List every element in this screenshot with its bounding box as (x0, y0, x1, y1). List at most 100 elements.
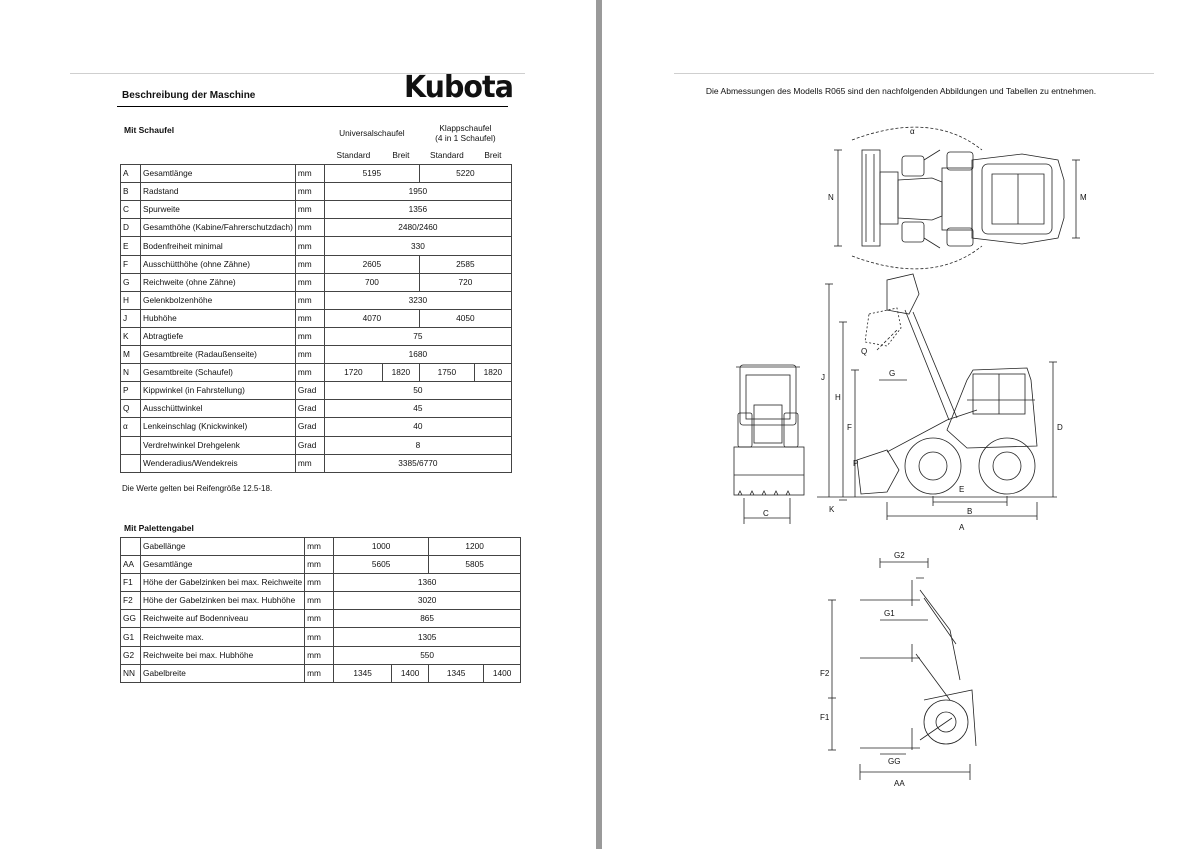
side-label-b: B (967, 507, 972, 516)
row-unit: mm (304, 627, 335, 647)
title-underline (117, 106, 508, 107)
row-name: Kippwinkel (in Fahrstellung) (140, 381, 296, 401)
row-name: Wenderadius/Wendekreis (140, 453, 296, 473)
row-value: 5605 (333, 555, 430, 575)
row-value: 4050 (418, 308, 512, 328)
row-code (120, 536, 141, 557)
sub-header: Standard (430, 150, 464, 161)
row-unit: mm (304, 609, 335, 629)
row-value: 8 (323, 435, 512, 455)
row-name: Gelenkbolzenhöhe (140, 290, 296, 310)
row-value: 1820 (473, 363, 512, 383)
row-unit: mm (294, 290, 325, 310)
row-value: 1720 (323, 363, 383, 383)
row-unit: mm (294, 218, 325, 238)
header-blank (121, 119, 325, 147)
row-value: 550 (333, 645, 522, 665)
row-unit: mm (294, 308, 325, 328)
fork-label-gg: GG (888, 757, 900, 766)
top-view-drawing: N M α (828, 126, 1087, 270)
row-name: Reichweite (ohne Zähne) (140, 272, 296, 292)
fork-label-f2: F2 (820, 669, 830, 678)
sub-header: Breit (484, 150, 502, 161)
side-label-g: G (889, 369, 895, 378)
dimensions-caption: Die Abmessungen des Modells R065 sind de… (705, 86, 1097, 96)
row-unit: mm (304, 591, 335, 611)
group-header: Klappschaufel (4 in 1 Schaufel) (435, 123, 496, 143)
kubota-logo: Kubota (404, 70, 514, 105)
row-value: 1950 (323, 182, 512, 202)
row-value: 330 (323, 236, 512, 256)
row-name: Reichweite bei max. Hubhöhe (139, 645, 306, 665)
top-label-m: M (1080, 193, 1087, 202)
side-label-q: Q (861, 347, 867, 356)
subheader-blank (121, 147, 325, 165)
side-label-a: A (959, 523, 965, 532)
row-code: G1 (120, 627, 141, 647)
row-name: Gesamtbreite (Radaußenseite) (140, 345, 296, 365)
side-label-k: K (829, 505, 835, 514)
row-code: A (120, 164, 141, 184)
row-name: Radstand (140, 182, 296, 202)
row-value: 1400 (391, 663, 430, 683)
row-unit: mm (294, 453, 325, 473)
row-unit: Grad (294, 417, 325, 437)
row-value: 75 (323, 326, 512, 347)
track-dimension: C (743, 498, 791, 524)
row-value: 3020 (333, 591, 522, 611)
right-document-page: Die Abmessungen des Modells R065 sind de… (602, 0, 1200, 849)
row-code: F (120, 254, 141, 274)
row-value: 1360 (333, 573, 522, 593)
shovel-section-title: Mit Schaufel (124, 125, 175, 135)
row-unit: Grad (294, 399, 325, 419)
row-value: 1000 (333, 536, 430, 557)
header-rule (70, 73, 525, 74)
row-value: 5220 (418, 164, 512, 184)
row-name: Lenkeinschlag (Knickwinkel) (140, 417, 296, 437)
row-unit: mm (304, 573, 335, 593)
row-value: 45 (323, 399, 512, 419)
row-value: 5195 (323, 164, 420, 184)
row-code: H (120, 290, 141, 310)
row-unit: mm (294, 254, 325, 274)
sub-header: Standard (336, 150, 371, 161)
row-code: α (120, 417, 141, 437)
row-value: 1750 (418, 363, 475, 383)
row-unit: mm (294, 182, 325, 202)
row-value: 2480/2460 (323, 218, 512, 238)
fork-view-drawing: G2 G1 F2 F1 GG AA (820, 551, 977, 788)
row-value: 5805 (428, 555, 522, 575)
row-name: Abtragtiefe (140, 326, 296, 347)
fork-label-f1: F1 (820, 713, 830, 722)
row-code: F2 (120, 591, 141, 611)
row-unit: mm (304, 663, 335, 683)
header-rule-right (674, 73, 1154, 74)
row-code: G2 (120, 645, 141, 665)
row-unit: Grad (294, 381, 325, 401)
sub-header: Breit (392, 150, 410, 161)
row-code: G (120, 272, 141, 292)
row-unit: mm (294, 272, 325, 292)
row-name: Höhe der Gabelzinken bei max. Reichweite (139, 573, 306, 593)
row-code: AA (120, 555, 141, 575)
front-view-drawing (733, 364, 805, 496)
row-value: 1345 (428, 663, 485, 683)
row-code: C (120, 200, 141, 220)
side-label-p: P (853, 459, 858, 468)
